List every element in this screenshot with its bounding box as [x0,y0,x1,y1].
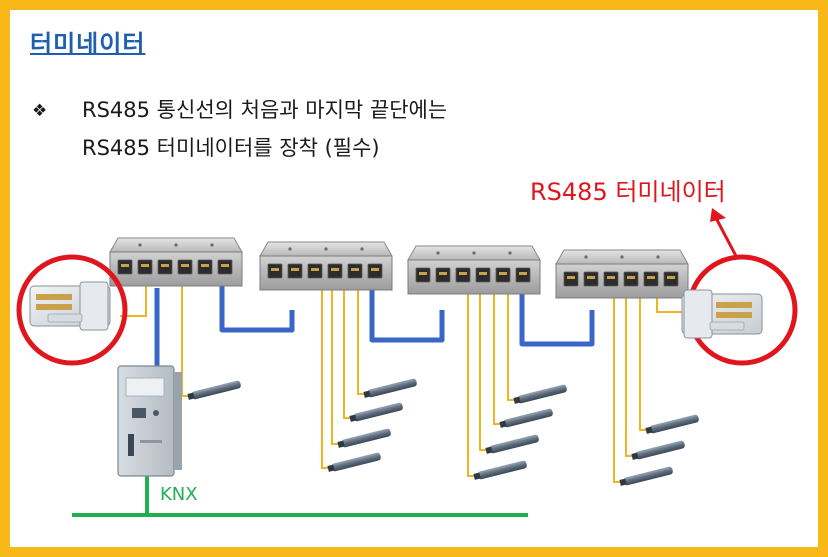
rs485-wiring-diagram: KNX [16,178,798,517]
sensor-wire [181,286,194,397]
temperature-probe [625,298,685,460]
sensor-layer [181,286,699,486]
sensor-wire [613,298,626,483]
temperature-probe [321,290,381,472]
temperature-probe-icon [473,460,527,480]
callout-arrow-icon [710,208,738,257]
sensor-wire [625,298,638,457]
temperature-probe [331,290,391,448]
temperature-probe-icon [499,408,553,428]
rj45-splitter-icon [259,241,393,291]
knx-bus [72,472,528,517]
rs485-cable [154,274,595,370]
terminator-highlight-left [16,254,128,366]
sensor-wire [467,294,480,477]
temperature-probe [181,286,241,400]
bullet-line-2: RS485 터미네이터를 장착 (필수) [82,136,380,160]
temperature-probe [639,298,699,434]
rj45-splitter-icon [109,237,243,287]
rj45-plug-icon [681,289,763,339]
sensor-wire [493,294,506,425]
knx-gateway-icon [117,365,182,477]
rj45-splitter-icon [407,245,541,295]
temperature-probe-icon [327,452,381,472]
temperature-probe-icon [349,402,403,422]
temperature-probe-icon [631,440,685,460]
knx-label: KNX [160,484,198,505]
rj45-splitter-icon [555,249,689,299]
temperature-probe [613,298,673,486]
bullet-text-1: RS485 통신선의 처음과 마지막 끝단에는 [82,98,448,122]
temperature-probe-icon [363,378,417,398]
sensor-wire [479,294,492,451]
temperature-probe-icon [337,428,391,448]
temperature-probe-icon [513,384,567,404]
slide-title: 터미네이터 [30,30,146,58]
sensor-wire [507,294,520,401]
temperature-probe [507,294,567,404]
sensor-wire [343,290,356,419]
diamond-bullet-icon: ❖ [32,101,48,121]
bullet-line-1: ❖ RS485 통신선의 처음과 마지막 끝단에는 [32,94,447,124]
temperature-probe [357,290,417,398]
temperature-probe-icon [485,434,539,454]
terminator-label: RS485 터미네이터 [530,178,726,206]
temperature-probe-icon [645,414,699,434]
temperature-probe [467,294,527,480]
temperature-probe [479,294,539,454]
sensor-wire [331,290,344,445]
splitter-layer [109,237,689,299]
sensor-wire [357,290,370,395]
temperature-probe-icon [187,380,241,400]
temperature-probe [343,290,403,422]
temperature-probe-icon [619,466,673,486]
rj45-plug-icon [29,281,111,331]
sensor-wire [639,298,652,431]
temperature-probe [493,294,553,428]
